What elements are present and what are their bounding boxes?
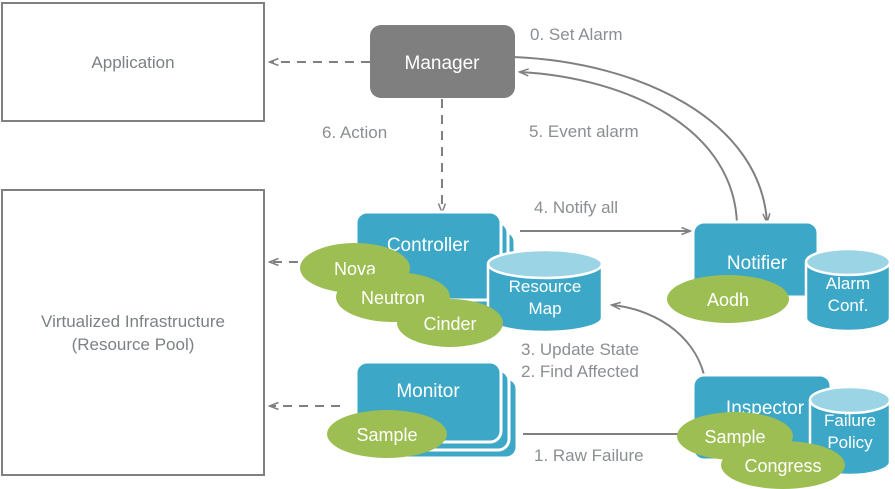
step-3-label: 3. Update State bbox=[521, 340, 639, 359]
aodh-tag[interactable]: Aodh bbox=[667, 275, 789, 323]
congress-tag[interactable]: Congress bbox=[721, 441, 845, 489]
step-0-label: 0. Set Alarm bbox=[530, 25, 623, 44]
virtualized-infrastructure-label-line1: Virtualized Infrastructure bbox=[41, 312, 225, 331]
alarm-conf-label-line2: Conf. bbox=[828, 296, 869, 315]
aodh-tag-label: Aodh bbox=[707, 290, 749, 310]
virtualized-infrastructure-box: Virtualized Infrastructure (Resource Poo… bbox=[1, 189, 265, 476]
failure-policy-label-line1: Failure bbox=[824, 411, 876, 430]
step-2-label: 2. Find Affected bbox=[521, 362, 639, 381]
monitor-sample-tag[interactable]: Sample bbox=[327, 410, 447, 458]
failure-policy-label-line2: Policy bbox=[827, 433, 873, 452]
step-5-label: 5. Event alarm bbox=[529, 122, 639, 141]
step-1-label: 1. Raw Failure bbox=[534, 446, 644, 465]
step-4-label: 4. Notify all bbox=[534, 198, 618, 217]
controller-node-label: Controller bbox=[387, 235, 470, 256]
application-box-label: Application bbox=[91, 53, 174, 72]
connector-set-alarm bbox=[512, 56, 767, 222]
inspector-sample-tag-label: Sample bbox=[704, 427, 765, 447]
connector-update-state bbox=[612, 305, 707, 386]
resource-map-cylinder[interactable]: Resource Map bbox=[486, 248, 604, 334]
monitor-sample-tag-label: Sample bbox=[356, 425, 417, 445]
step-6-label: 6. Action bbox=[322, 123, 387, 142]
manager-node-label: Manager bbox=[405, 53, 481, 74]
manager-node[interactable]: Manager bbox=[370, 25, 515, 98]
alarm-conf-cylinder[interactable]: Alarm Conf. bbox=[804, 247, 892, 333]
virtualized-infrastructure-label-line2: (Resource Pool) bbox=[72, 335, 195, 354]
resource-map-label-line1: Resource bbox=[509, 277, 582, 296]
cinder-tag-label: Cinder bbox=[423, 314, 476, 334]
neutron-tag-label: Neutron bbox=[361, 288, 425, 308]
connector-event-alarm bbox=[520, 72, 738, 226]
alarm-conf-label-line1: Alarm bbox=[826, 274, 870, 293]
resource-map-label-line2: Map bbox=[528, 299, 561, 318]
notifier-node-label: Notifier bbox=[727, 253, 788, 274]
cinder-tag[interactable]: Cinder bbox=[397, 299, 503, 347]
nova-tag-label: Nova bbox=[334, 259, 377, 279]
application-box: Application bbox=[1, 2, 265, 122]
monitor-node-label: Monitor bbox=[396, 381, 460, 402]
congress-tag-label: Congress bbox=[744, 456, 821, 476]
